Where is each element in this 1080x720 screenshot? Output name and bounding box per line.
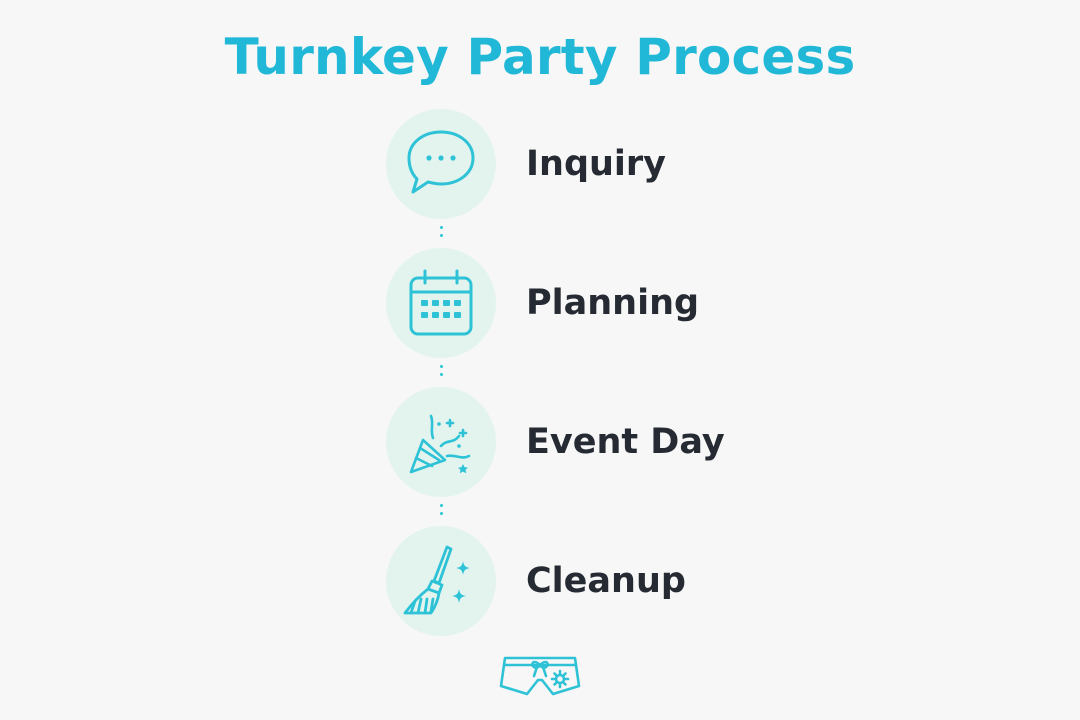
step-connector	[439, 226, 443, 246]
step-planning: Planning	[386, 248, 806, 358]
step-label: Cleanup	[526, 561, 686, 601]
step-icon-circle	[386, 248, 496, 358]
step-icon-circle	[386, 387, 496, 497]
party-popper-icon	[409, 414, 471, 474]
step-label: Inquiry	[526, 144, 666, 184]
swim-shorts-icon	[499, 656, 581, 696]
step-icon-circle	[386, 109, 496, 219]
step-event-day: Event Day	[386, 387, 806, 497]
step-inquiry: Inquiry	[386, 109, 806, 219]
diagram-title: Turnkey Party Process	[224, 28, 856, 86]
step-cleanup: Cleanup	[386, 526, 806, 636]
step-connector	[439, 365, 443, 385]
calendar-icon	[409, 269, 473, 336]
step-connector	[439, 504, 443, 524]
speech-bubble-icon	[407, 130, 475, 194]
broom-icon	[403, 545, 470, 615]
step-label: Planning	[526, 283, 700, 323]
step-label: Event Day	[526, 422, 725, 462]
step-icon-circle	[386, 526, 496, 636]
